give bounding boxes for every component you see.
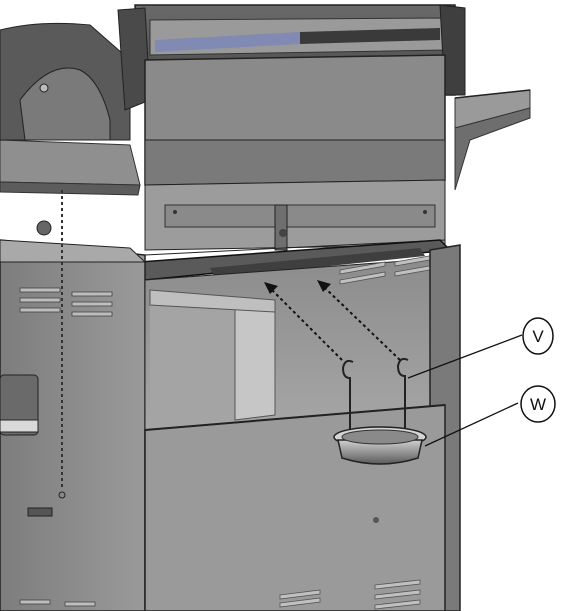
callout-v: V xyxy=(407,317,554,379)
right-side-shelf xyxy=(454,89,531,191)
callout-v-label: V xyxy=(532,327,544,346)
callout-w-circle xyxy=(520,385,556,423)
grease-cup xyxy=(333,426,427,465)
callout-v-circle xyxy=(522,317,554,355)
left-side-shelf xyxy=(0,22,141,196)
left-cabinet xyxy=(0,220,147,611)
chain xyxy=(58,190,66,499)
insertion-arrows xyxy=(264,280,401,361)
firebox xyxy=(144,54,446,256)
back-panel xyxy=(144,254,446,431)
callout-w-label: W xyxy=(530,395,546,414)
callout-w: W xyxy=(424,385,556,447)
